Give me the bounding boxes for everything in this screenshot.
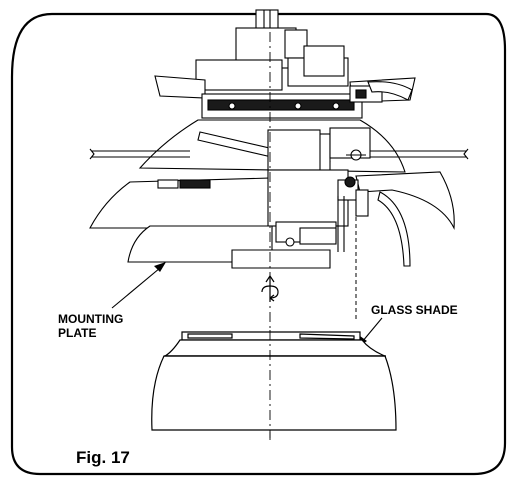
- figure-caption: Fig. 17: [76, 448, 130, 467]
- glass-shade: [151, 331, 397, 431]
- mounting-plate-label-line2: PLATE: [58, 326, 97, 340]
- fan-assembly: [89, 9, 469, 269]
- rotate-arrow-icon: [261, 274, 279, 302]
- glass-shade-label: GLASS SHADE: [371, 303, 458, 317]
- mounting-plate-label-line1: MOUNTING: [58, 312, 124, 326]
- mounting-plate-leader: [111, 262, 166, 309]
- figure-frame: [10, 12, 507, 476]
